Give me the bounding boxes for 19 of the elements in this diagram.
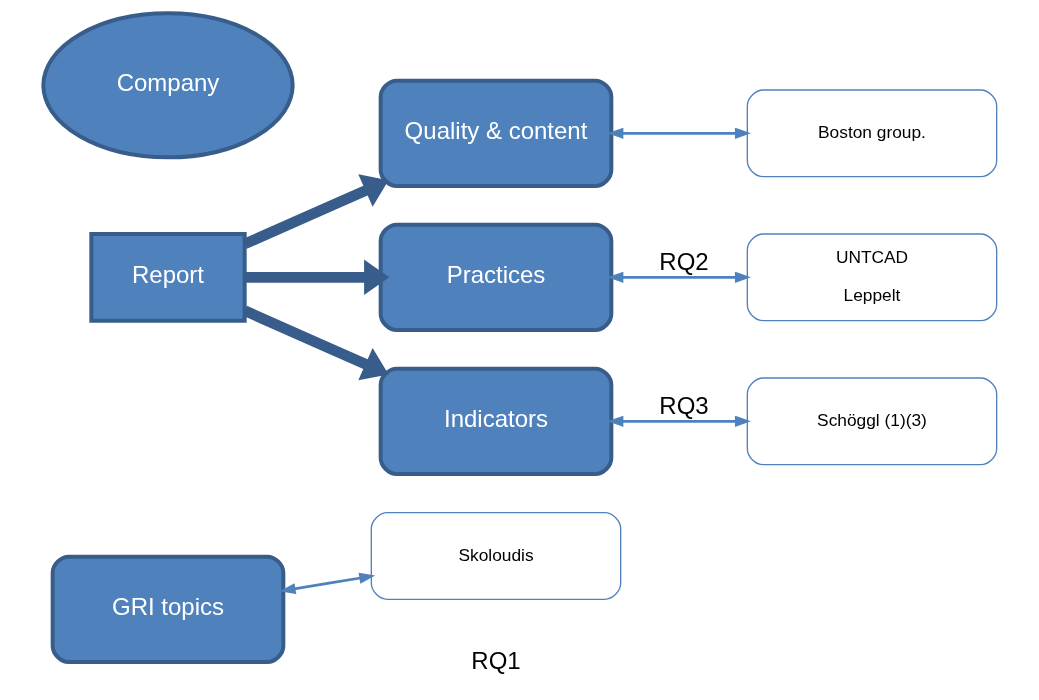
node-box: Boston group. — [746, 89, 997, 178]
edge-label: RQ2 — [658, 247, 709, 275]
edge-label: RQ3 — [658, 391, 709, 419]
arrow — [242, 305, 389, 381]
arrow — [606, 271, 751, 283]
arrow — [244, 259, 389, 296]
node-box: Practices — [378, 222, 613, 332]
node-box: Schöggl (1)(3) — [746, 377, 997, 466]
node-box: Report — [88, 232, 247, 323]
node-box: Skoloudis — [370, 512, 621, 600]
node-box: UNTCAD Leppelt — [746, 233, 997, 322]
arrow — [279, 572, 375, 595]
node-box: GRI topics — [50, 554, 285, 664]
arrow — [606, 415, 751, 427]
label: RQ1 — [470, 646, 521, 674]
node-ellipse: Company — [40, 11, 295, 160]
node-box: Indicators — [378, 366, 613, 476]
node-box: Quality & content — [378, 78, 613, 188]
arrow — [606, 127, 751, 139]
